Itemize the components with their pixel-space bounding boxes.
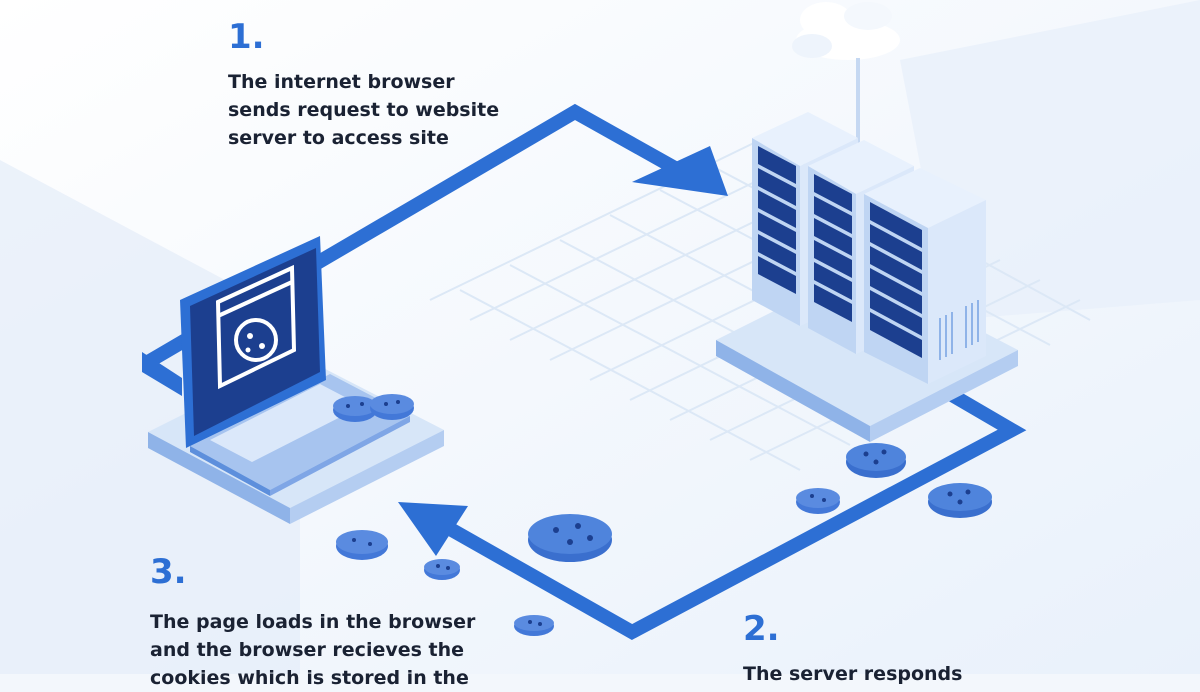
step-1-line: server to access site bbox=[228, 127, 449, 149]
step-3-line: and the browser recieves the bbox=[150, 639, 465, 661]
step-3-description: The page loads in the browser and the br… bbox=[150, 608, 475, 692]
step-1-description: The internet browser sends request to we… bbox=[228, 68, 499, 152]
arrow-head-left bbox=[398, 502, 468, 556]
cookie-icon bbox=[528, 514, 612, 562]
cookie-icon bbox=[424, 559, 460, 580]
cloud-icon bbox=[792, 2, 900, 150]
cookie-flow-diagram bbox=[0, 0, 1200, 674]
step-1-number: 1. bbox=[228, 17, 265, 57]
step-2-number: 2. bbox=[743, 609, 780, 649]
step-3-number: 3. bbox=[150, 552, 187, 592]
step-2-line: The server responds bbox=[743, 663, 963, 685]
cookie-icon bbox=[846, 443, 906, 478]
cookie-icon bbox=[234, 318, 278, 362]
arrow-tail bbox=[142, 352, 182, 396]
arrow-head-right bbox=[632, 146, 728, 196]
cookie-icon bbox=[370, 394, 414, 420]
step-1-line: The internet browser bbox=[228, 71, 455, 93]
step-3-line: The page loads in the browser bbox=[150, 611, 476, 633]
arrow-response bbox=[398, 388, 1027, 640]
cookie-icon bbox=[336, 530, 388, 560]
server-rack-icon bbox=[752, 112, 986, 384]
step-2-description: The server responds bbox=[743, 660, 962, 688]
cookie-icon bbox=[928, 483, 992, 518]
step-1-line: sends request to website bbox=[228, 99, 500, 121]
cookie-icon bbox=[796, 488, 840, 514]
cookie-icon bbox=[333, 396, 377, 422]
step-3-line: cookies which is stored in the bbox=[150, 667, 469, 689]
cookie-icon bbox=[514, 615, 554, 636]
